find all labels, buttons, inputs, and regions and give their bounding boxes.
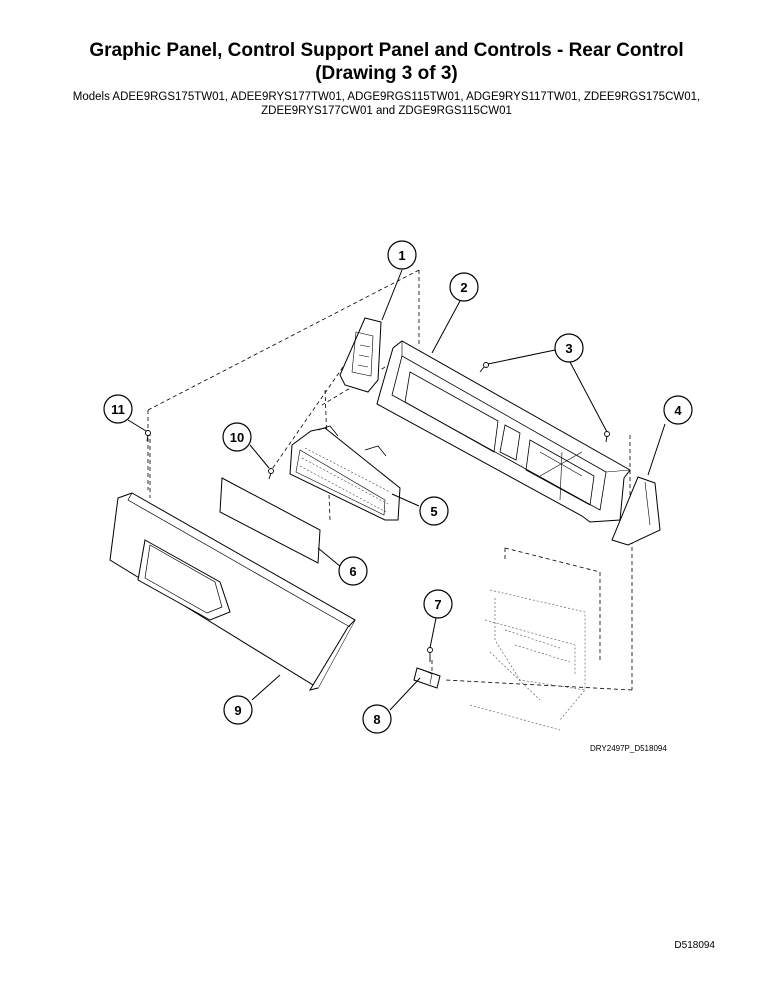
callout-10: 10	[222, 422, 252, 452]
document-number: D518094	[674, 940, 715, 951]
svg-text:5: 5	[430, 504, 437, 519]
svg-text:9: 9	[234, 703, 241, 718]
end-cap	[611, 476, 661, 546]
svg-text:2: 2	[460, 280, 467, 295]
screw-icon	[268, 468, 274, 480]
callout-bubbles: 1 2 3 4 5 6 7 8	[103, 240, 693, 734]
bracket-part	[339, 317, 382, 393]
control-board	[289, 425, 401, 521]
graphic-panel	[109, 492, 356, 691]
drawing-code: DRY2497P_D518094	[590, 744, 667, 753]
models-line-1: Models ADEE9RGS175TW01, ADEE9RYS177TW01,…	[72, 91, 701, 103]
callout-1: 1	[387, 240, 417, 270]
svg-text:3: 3	[565, 341, 572, 356]
page-title: Graphic Panel, Control Support Panel and…	[89, 40, 684, 61]
callout-6: 6	[338, 556, 368, 586]
screw-icon	[604, 431, 610, 443]
control-support-panel	[376, 340, 631, 523]
svg-text:6: 6	[349, 564, 356, 579]
callout-3: 3	[554, 333, 584, 363]
callout-2: 2	[449, 272, 479, 302]
callout-7: 7	[423, 589, 453, 619]
callout-leaders	[127, 269, 666, 711]
callout-5: 5	[419, 496, 449, 526]
page-subtitle: (Drawing 3 of 3)	[315, 63, 458, 84]
svg-text:10: 10	[230, 430, 244, 445]
callout-11: 11	[103, 394, 133, 424]
appliance-frame-outline	[469, 589, 586, 731]
svg-text:4: 4	[674, 403, 682, 418]
overlay-sheet	[219, 477, 321, 564]
svg-text:7: 7	[434, 597, 441, 612]
svg-text:8: 8	[373, 712, 380, 727]
callout-9: 9	[223, 695, 253, 725]
svg-text:11: 11	[111, 402, 125, 417]
callout-8: 8	[362, 704, 392, 734]
models-line-2: ZDEE9RYS177CW01 and ZDGE9RGS115CW01	[261, 105, 512, 117]
screw-icon	[145, 430, 151, 442]
clip-part	[413, 667, 441, 689]
svg-text:1: 1	[398, 248, 405, 263]
screw-icon	[479, 362, 489, 373]
screw-icon	[427, 647, 433, 662]
callout-4: 4	[663, 395, 693, 425]
